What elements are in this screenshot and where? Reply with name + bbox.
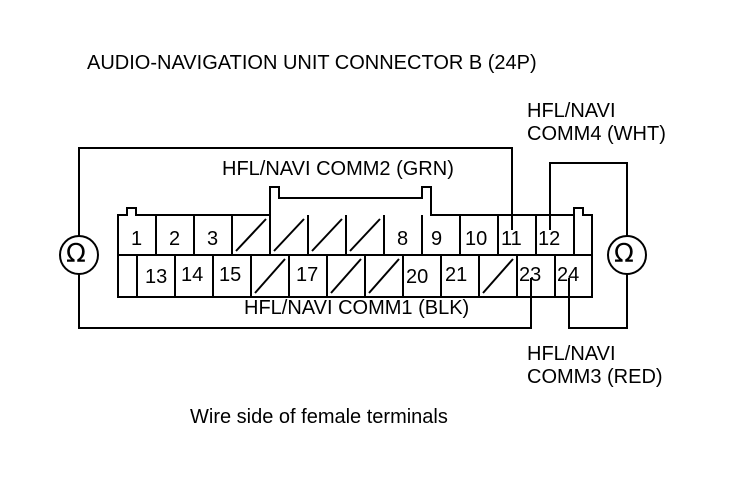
pin-20: 20 bbox=[406, 266, 429, 288]
pin-2: 2 bbox=[169, 228, 181, 250]
pin-8: 8 bbox=[397, 228, 409, 250]
connector-body bbox=[117, 186, 593, 298]
empty-cavity-marks-top bbox=[235, 218, 381, 252]
label-comm4-line1: HFL/NAVI bbox=[527, 100, 616, 122]
ohm-symbol-right: Ω bbox=[614, 239, 634, 269]
pin-17: 17 bbox=[296, 264, 319, 286]
label-comm4-line2: COMM4 (WHT) bbox=[527, 123, 666, 145]
diagram-title: AUDIO-NAVIGATION UNIT CONNECTOR B (24P) bbox=[87, 52, 537, 74]
pin-10: 10 bbox=[465, 228, 488, 250]
empty-cavity-marks-bottom bbox=[254, 258, 514, 294]
pin-15: 15 bbox=[219, 264, 242, 286]
bottom-row-dividers bbox=[136, 255, 556, 297]
wire-comm1 bbox=[78, 274, 532, 329]
pin-24: 24 bbox=[557, 264, 580, 286]
pin-1: 1 bbox=[131, 228, 143, 250]
top-row-dividers bbox=[155, 215, 575, 255]
pin-23: 23 bbox=[519, 264, 542, 286]
pin-11: 11 bbox=[501, 228, 522, 250]
label-comm2: HFL/NAVI COMM2 (GRN) bbox=[222, 158, 454, 180]
pin-12: 12 bbox=[538, 228, 561, 250]
pin-9: 9 bbox=[431, 228, 443, 250]
label-comm3-line2: COMM3 (RED) bbox=[527, 366, 663, 388]
pin-3: 3 bbox=[207, 228, 219, 250]
pin-21: 21 bbox=[445, 264, 468, 286]
diagram-caption: Wire side of female terminals bbox=[190, 406, 448, 428]
label-comm3-line1: HFL/NAVI bbox=[527, 343, 616, 365]
pin-14: 14 bbox=[181, 264, 204, 286]
wire-comm2 bbox=[78, 147, 513, 236]
wire-comm4 bbox=[549, 162, 628, 236]
pin-13: 13 bbox=[145, 266, 168, 288]
label-comm1: HFL/NAVI COMM1 (BLK) bbox=[244, 297, 470, 319]
wire-comm3 bbox=[568, 274, 628, 329]
ohm-symbol-left: Ω bbox=[66, 239, 86, 269]
